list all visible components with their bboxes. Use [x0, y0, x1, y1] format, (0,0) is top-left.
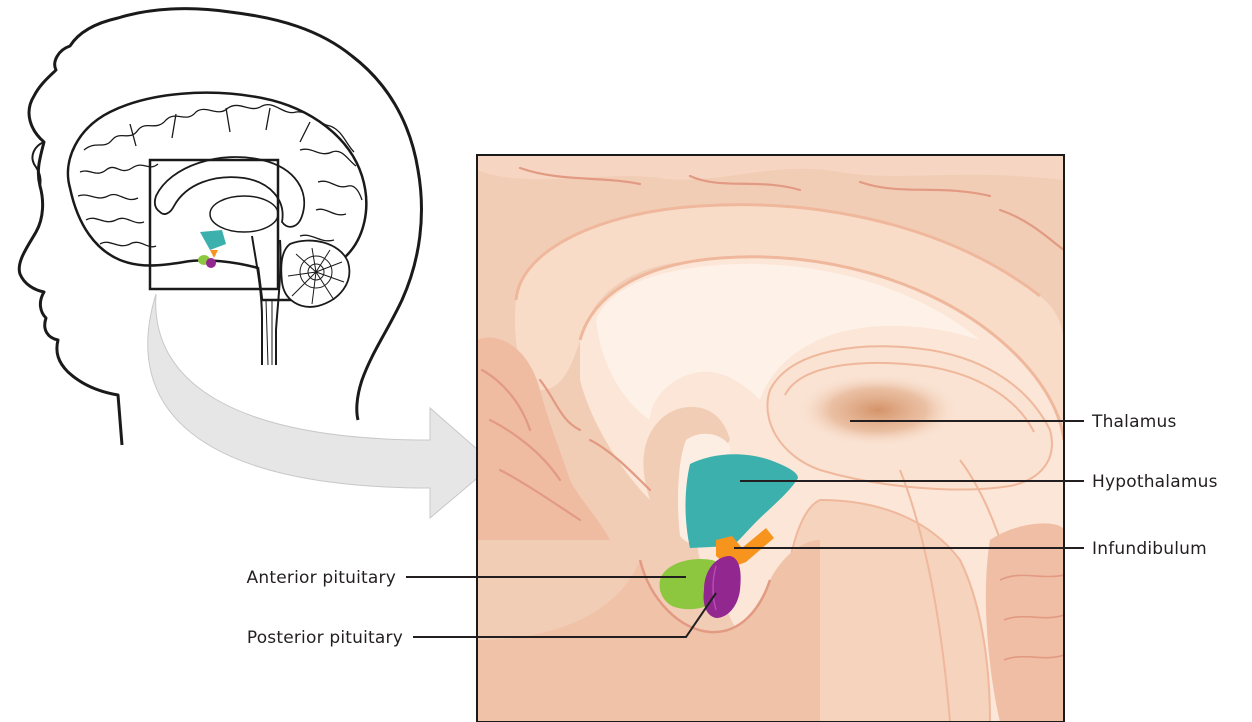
thalamus-blob	[798, 374, 958, 446]
hypothalamus-label: Hypothalamus	[1092, 472, 1218, 492]
infundibulum-label: Infundibulum	[1092, 539, 1207, 559]
cerebellum-zoomed	[986, 523, 1064, 722]
thalamus-label: Thalamus	[1091, 412, 1177, 432]
head-overview-illustration	[19, 9, 421, 445]
thalamus-small	[210, 196, 278, 232]
posterior-pituitary-label: Posterior pituitary	[247, 628, 403, 648]
anterior-pituitary-label: Anterior pituitary	[247, 568, 396, 588]
small-posterior-pituitary	[206, 258, 216, 268]
